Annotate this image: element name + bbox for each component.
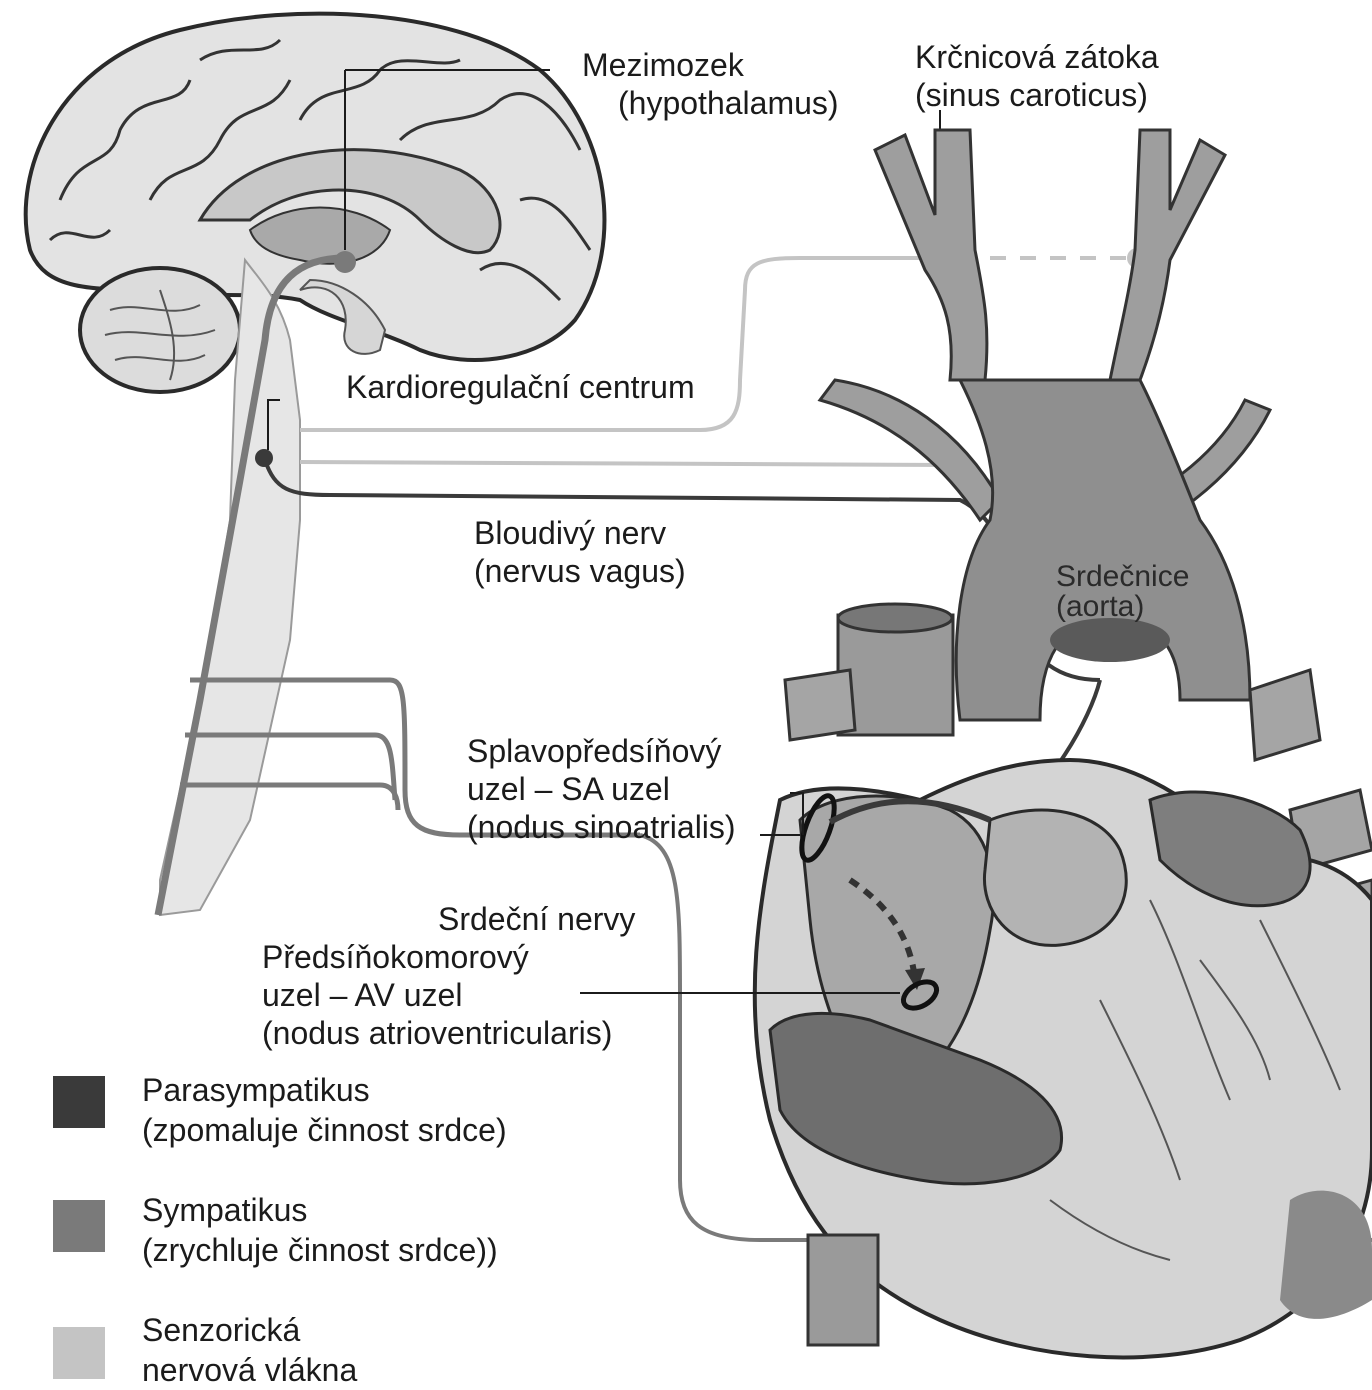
label-av-node-line1: Předsíňokomorový <box>262 938 612 976</box>
legend-item-sympathetic: Sympatikus (zrychluje činnost srdce)) <box>142 1190 498 1270</box>
label-aorta-line2: (aorta) <box>1056 592 1189 622</box>
legend-item-sensory: Senzorická nervová vlákna <box>142 1310 357 1390</box>
label-vagus-nerve: Bloudivý nerv (nervus vagus) <box>474 514 686 590</box>
label-vagus-nerve-line1: Bloudivý nerv <box>474 514 686 552</box>
label-av-node-line3: (nodus atrioventricularis) <box>262 1014 612 1052</box>
label-sa-node: Splavopředsíňový uzel – SA uzel (nodus s… <box>467 732 736 846</box>
legend-swatch-sensory <box>53 1327 105 1379</box>
legend-item-parasympathetic: Parasympatikus (zpomaluje činnost srdce) <box>142 1070 507 1150</box>
label-av-node: Předsíňokomorový uzel – AV uzel (nodus a… <box>262 938 612 1052</box>
legend-sensory-line2: nervová vlákna <box>142 1350 357 1390</box>
legend-swatch-parasympathetic <box>53 1076 105 1128</box>
label-sa-node-line3: (nodus sinoatrialis) <box>467 808 736 846</box>
legend-swatch-sympathetic <box>53 1200 105 1252</box>
label-cardioregulatory-center: Kardioregulační centrum <box>346 368 695 406</box>
label-carotid-sinus-line1: Krčnicová zátoka <box>915 38 1159 76</box>
label-aorta: Srdečnice (aorta) <box>1056 562 1189 622</box>
legend-parasympathetic-line2: (zpomaluje činnost srdce) <box>142 1110 507 1150</box>
legend-sympathetic-line2: (zrychluje činnost srdce)) <box>142 1230 498 1270</box>
label-av-node-line2: uzel – AV uzel <box>262 976 612 1014</box>
label-cardiac-nerves: Srdeční nervy <box>438 900 635 938</box>
label-carotid-sinus-line2: (sinus caroticus) <box>915 76 1159 114</box>
label-hypothalamus: Mezimozek (hypothalamus) <box>582 46 839 122</box>
legend-sympathetic-line1: Sympatikus <box>142 1190 498 1230</box>
legend-parasympathetic-line1: Parasympatikus <box>142 1070 507 1110</box>
label-hypothalamus-line2: (hypothalamus) <box>582 84 839 122</box>
label-sa-node-line2: uzel – SA uzel <box>467 770 736 808</box>
label-aorta-line1: Srdečnice <box>1056 562 1189 592</box>
label-sa-node-line1: Splavopředsíňový <box>467 732 736 770</box>
label-cardiac-nerves-line1: Srdeční nervy <box>438 900 635 938</box>
label-hypothalamus-line1: Mezimozek <box>582 46 839 84</box>
label-cardioregulatory-center-line1: Kardioregulační centrum <box>346 368 695 406</box>
legend-sensory-line1: Senzorická <box>142 1310 357 1350</box>
label-carotid-sinus: Krčnicová zátoka (sinus caroticus) <box>915 38 1159 114</box>
label-vagus-nerve-line2: (nervus vagus) <box>474 552 686 590</box>
